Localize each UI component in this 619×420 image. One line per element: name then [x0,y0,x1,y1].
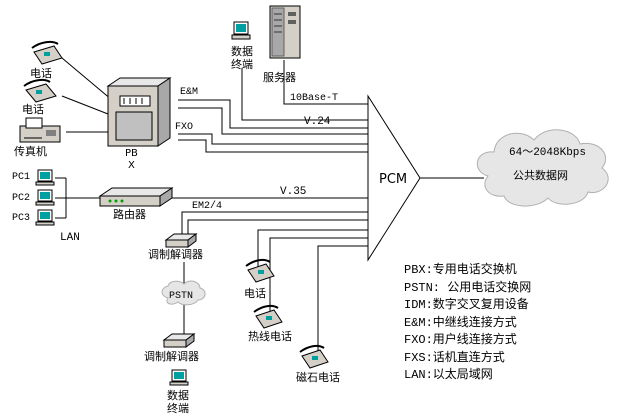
magneto-phone-icon [299,344,329,369]
link-label-em: E&M [180,87,199,98]
data-terminal-bottom-label-2: 终端 [167,402,189,415]
server-icon [269,5,301,59]
server-label: 服务器 [263,71,296,84]
hotline-phone-icon [253,304,283,329]
line-phone2-pbx [61,95,109,115]
phone1-icon [31,40,63,65]
hotline-phone-label: 热线电话 [248,330,292,343]
fax-label: 传真机 [14,145,47,158]
pc3-label: PC3 [12,213,31,224]
data-terminal-bottom-icon [169,369,189,386]
line-em24-a [181,211,368,236]
link-label-v24: V.24 [304,116,331,128]
phone-local-icon [245,258,275,283]
router-icon [98,187,174,207]
line-10base-t [283,60,368,105]
pcm-mux-shape [367,94,421,262]
magneto-phone-label: 磁石电话 [296,371,340,384]
pc2-icon [35,189,55,206]
data-terminal-top-label-1: 数据 [231,45,253,58]
pc1-label: PC1 [12,172,31,183]
link-label-10base-t: 10Base-T [290,93,339,104]
pstn-cloud [161,280,206,306]
line-em24-b [187,219,368,236]
modem1-label: 调制解调器 [148,248,203,261]
legend: PBX:专用电话交换机 PSTN: 公用电话交换网 IDM:数字交叉复用设备 E… [404,262,531,385]
modem2-icon [162,333,196,348]
line-data-terminal [241,68,368,121]
link-label-em24: EM2/4 [192,201,223,212]
phone1-label: 电话 [30,67,52,80]
pbx-icon [106,77,172,147]
cloud-bandwidth-label: 64～2048Kbps [509,147,587,159]
line-phone1-pbx [61,57,113,101]
data-terminal-top-label-2: 终端 [231,58,253,71]
pbx-label-1: PB [125,148,138,159]
fax-icon [19,117,61,143]
legend-item-pbx: PBX:专用电话交换机 [404,263,517,277]
modem1-icon [164,233,198,248]
line-em-1 [178,99,368,129]
phone-local-label: 电话 [244,287,266,300]
connection-lines [55,57,484,356]
modem2-label: 调制解调器 [144,350,199,363]
link-label-fxo: FXO [175,122,194,133]
line-em-2 [178,107,368,135]
legend-item-lan: LAN:以太局域网 [404,368,493,382]
legend-item-fxo: FXO:用户线连接方式 [404,333,517,347]
pstn-label: PSTN [169,291,194,302]
line-magneto [317,245,368,356]
router-label: 路由器 [113,208,146,221]
line-fxo-2 [178,139,368,153]
line-hotline [269,237,368,316]
legend-item-pstn: PSTN: 公用电话交换网 [404,280,532,295]
cloud-network-label: 公共数据网 [513,169,568,182]
public-network-cloud [477,129,609,207]
lan-label: LAN [60,232,80,244]
link-label-v35: V.35 [280,186,307,198]
pbx-label-2: X [128,160,135,171]
legend-item-fxs: FXS:话机直连方式 [404,350,505,365]
legend-item-idm: IDM:数字交叉复用设备 [404,298,529,312]
pc1-icon [35,169,55,186]
pc2-label: PC2 [12,193,31,204]
data-terminal-bottom-label-1: 数据 [167,389,189,402]
line-phone-local [257,229,368,268]
pcm-label: PCM [379,172,408,187]
data-terminal-top-icon [231,21,251,40]
pc3-icon [35,209,55,226]
phone2-label: 电话 [22,103,44,116]
legend-item-em: E&M:中继线连接方式 [404,315,517,330]
line-fxo-1 [178,133,368,145]
phone2-icon [23,78,57,103]
